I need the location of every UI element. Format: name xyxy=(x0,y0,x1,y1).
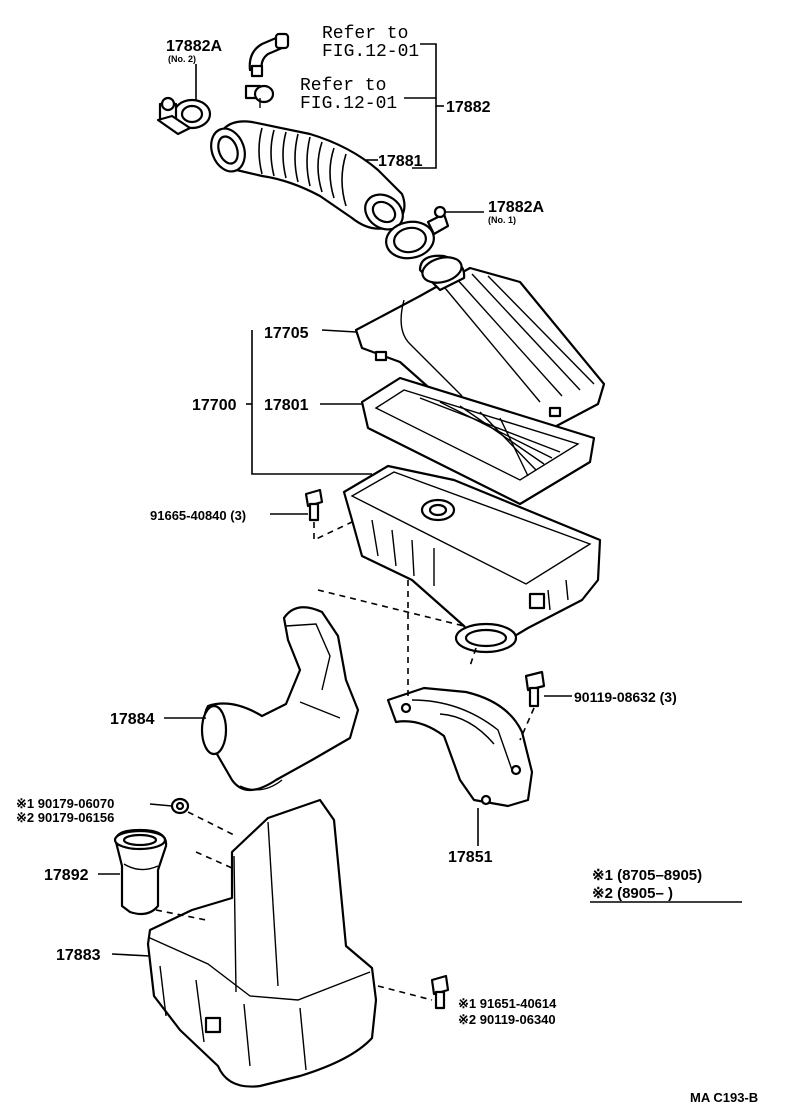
footer-code: MA C193-B xyxy=(690,1090,758,1105)
vacuum-fitting-upper xyxy=(248,32,290,78)
dashed-alignment-lines xyxy=(155,521,535,1001)
resonator-17892 xyxy=(113,828,168,916)
label-17883: 17883 xyxy=(56,947,101,964)
label-note2-90179-06156: ※2 90179-06156 xyxy=(16,810,114,825)
label-note1-91651-40614: ※1 91651-40614 xyxy=(458,996,557,1011)
air-cleaner-cap-17705 xyxy=(354,254,606,442)
resonator-box-17883 xyxy=(146,798,378,1088)
label-17705: 17705 xyxy=(264,325,309,342)
grommet-90179 xyxy=(170,797,190,815)
label-17882a-no1: 17882A xyxy=(488,199,544,216)
leader-lines xyxy=(98,43,572,957)
label-17892: 17892 xyxy=(44,867,89,884)
label-17882a-no1-sub: (No. 1) xyxy=(488,215,516,225)
bolt-91665 xyxy=(304,488,324,522)
label-17881: 17881 xyxy=(378,153,423,170)
label-refer-to-1: Refer to xyxy=(322,24,408,44)
part-labels: 17882A (No. 2) Refer to FIG.12-01 Refer … xyxy=(16,24,758,1105)
label-note1-90179-06070: ※1 90179-06070 xyxy=(16,796,114,811)
bolt-90119-upper xyxy=(524,670,546,708)
label-17700: 17700 xyxy=(192,397,237,414)
filter-element-17801 xyxy=(360,376,596,506)
label-refer-to-2: Refer to xyxy=(300,76,386,96)
intake-hose-17881 xyxy=(210,120,406,231)
label-fig-12-01-1: FIG.12-01 xyxy=(322,42,419,62)
label-17882: 17882 xyxy=(446,99,491,116)
air-cleaner-case xyxy=(342,464,602,654)
legend-note-2: ※2 (8905– ) xyxy=(592,885,673,902)
label-note2-90119-06340: ※2 90119-06340 xyxy=(458,1012,556,1027)
vacuum-fitting-lower xyxy=(244,84,275,108)
clamp-no1 xyxy=(385,205,450,260)
label-17882a-no2: 17882A xyxy=(166,38,222,55)
label-17801: 17801 xyxy=(264,397,309,414)
label-17884: 17884 xyxy=(110,711,155,728)
label-17882a-no2-sub: (No. 2) xyxy=(168,54,196,64)
bracket-17851 xyxy=(386,686,534,808)
label-90119-08632: 90119-08632 (3) xyxy=(574,689,677,705)
label-91665-40840: 91665-40840 (3) xyxy=(150,508,246,523)
legend-note-1: ※1 (8705–8905) xyxy=(592,867,702,884)
bolt-91651 xyxy=(430,974,450,1010)
label-fig-12-01-2: FIG.12-01 xyxy=(300,94,397,114)
intake-duct-17884 xyxy=(200,606,360,792)
clamp-no2 xyxy=(156,96,212,136)
label-17851: 17851 xyxy=(448,849,493,866)
